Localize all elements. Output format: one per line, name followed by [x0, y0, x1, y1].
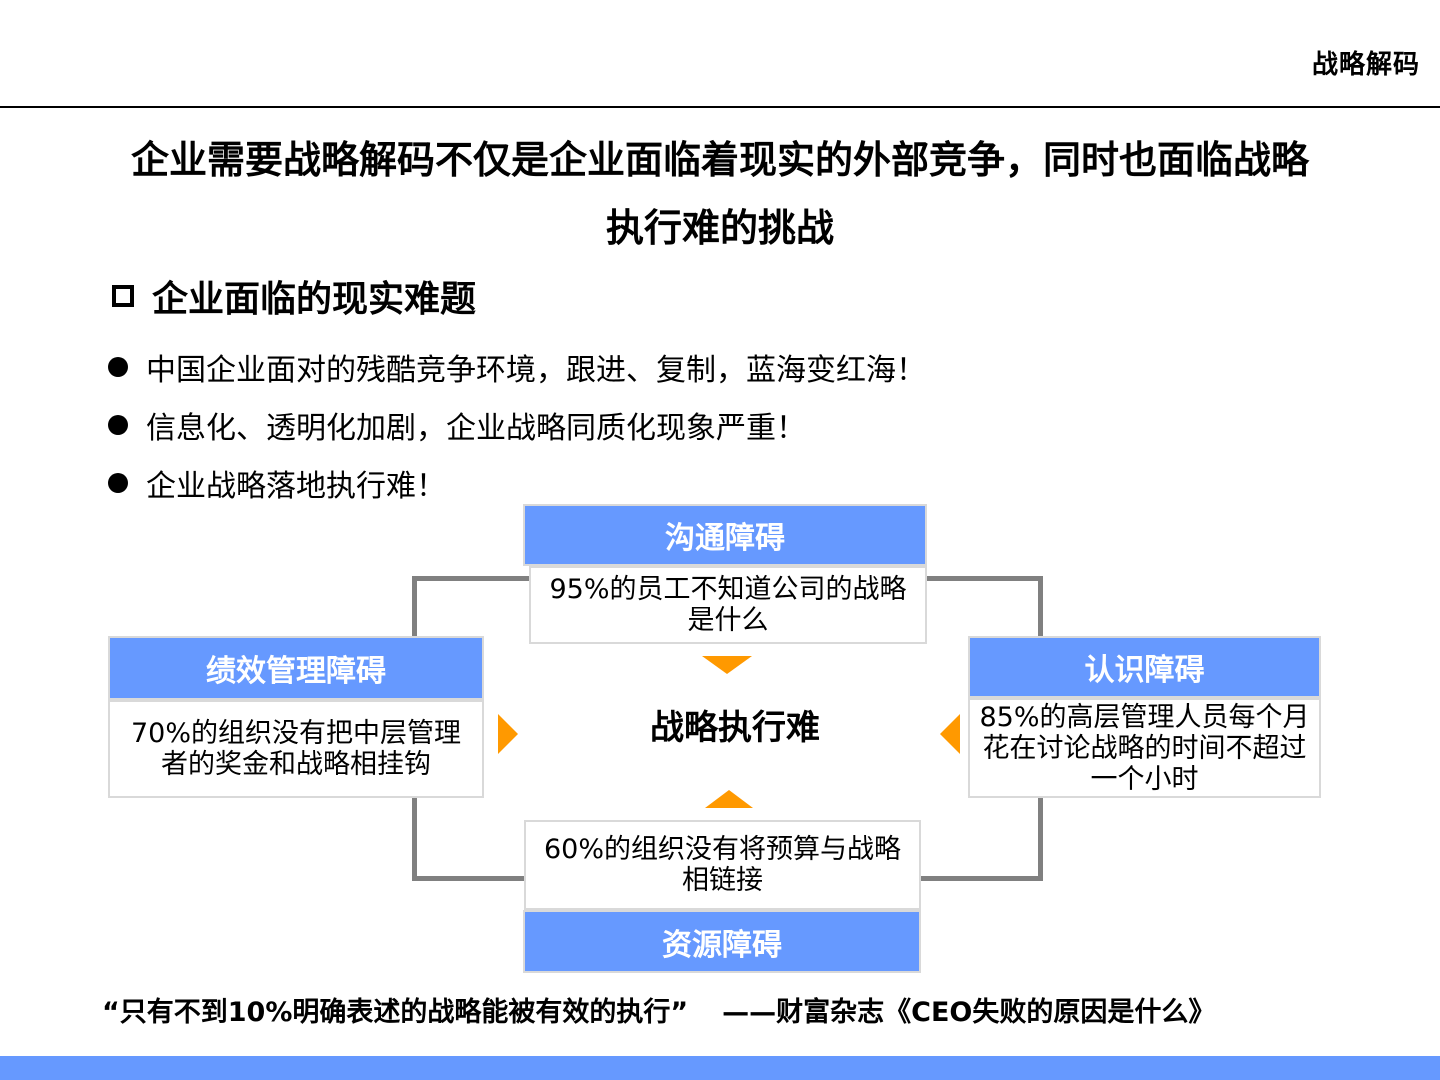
connector-bottom-right	[920, 798, 1043, 881]
connector-bottom-left	[412, 798, 529, 881]
headline-line-1: 企业需要战略解码不仅是企业面临着现实的外部竞争，同时也面临战略	[130, 138, 1309, 182]
bottom-accent-bar	[0, 1056, 1440, 1080]
bullet-text: 信息化、透明化加剧，企业战略同质化现象严重！	[146, 411, 806, 446]
headline-line-2: 执行难的挑战	[605, 206, 834, 250]
arrow-up-icon	[705, 790, 753, 808]
list-item: 企业战略落地执行难！	[108, 454, 926, 512]
quote-text: “只有不到10%明确表述的战略能被有效的执行”	[102, 997, 689, 1028]
connector-top-right	[926, 576, 1043, 641]
bullet-icon	[108, 415, 128, 435]
bottom-box-header: 资源障碍	[523, 910, 921, 973]
section-title: 企业面临的现实难题	[112, 270, 476, 322]
top-box-text: 95%的员工不知道公司的战略是什么	[529, 566, 927, 644]
arrow-right-icon	[498, 714, 518, 754]
bullet-icon	[108, 357, 128, 377]
headline: 企业需要战略解码不仅是企业面临着现实的外部竞争，同时也面临战略 执行难的挑战	[60, 126, 1380, 262]
bullet-text: 企业战略落地执行难！	[146, 469, 446, 504]
center-label: 战略执行难	[650, 708, 820, 748]
footer-quote: “只有不到10%明确表述的战略能被有效的执行” ——财富杂志《CEO失败的原因是什…	[102, 990, 1215, 1029]
top-box-header: 沟通障碍	[523, 504, 927, 566]
header-divider	[0, 106, 1440, 108]
right-box-header: 认识障碍	[968, 636, 1321, 698]
bullet-list: 中国企业面对的残酷竞争环境，跟进、复制，蓝海变红海！ 信息化、透明化加剧，企业战…	[108, 338, 926, 512]
bottom-box-text: 60%的组织没有将预算与战略相链接	[524, 820, 921, 910]
quote-source: ——财富杂志《CEO失败的原因是什么》	[722, 997, 1216, 1028]
brand-title: 战略解码	[1311, 50, 1420, 80]
section-title-text: 企业面临的现实难题	[152, 279, 477, 320]
arrow-down-icon	[702, 656, 752, 674]
bullet-text: 中国企业面对的残酷竞争环境，跟进、复制，蓝海变红海！	[146, 353, 926, 388]
right-box-text: 85%的高层管理人员每个月花在讨论战略的时间不超过一个小时	[968, 698, 1321, 798]
connector-top-left	[412, 576, 529, 641]
checkbox-icon	[112, 285, 134, 307]
list-item: 中国企业面对的残酷竞争环境，跟进、复制，蓝海变红海！	[108, 338, 926, 396]
left-box-header: 绩效管理障碍	[108, 636, 484, 700]
left-box-text: 70%的组织没有把中层管理者的奖金和战略相挂钩	[108, 700, 484, 798]
bullet-icon	[108, 473, 128, 493]
arrow-left-icon	[940, 714, 960, 754]
list-item: 信息化、透明化加剧，企业战略同质化现象严重！	[108, 396, 926, 454]
